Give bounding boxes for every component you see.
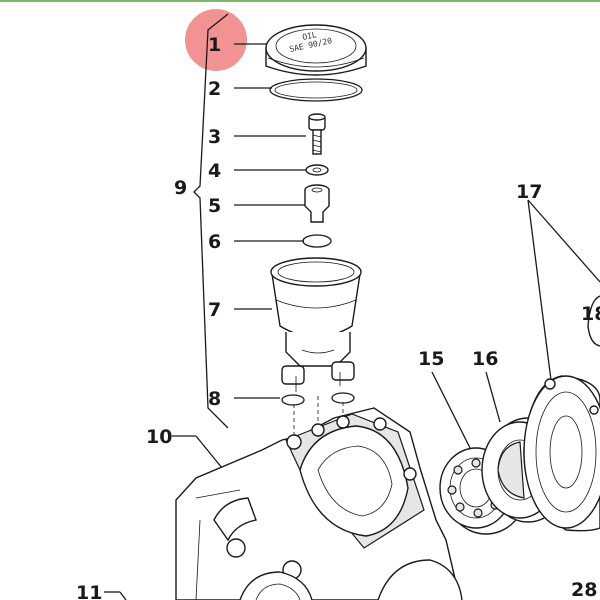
highlight-marker [185, 9, 247, 71]
top-rule [0, 0, 600, 2]
label-2: 2 [208, 78, 221, 100]
label-1: 1 [208, 34, 221, 56]
cap-text-line-1: OIL [302, 30, 318, 42]
label-18: 18 [581, 303, 600, 325]
group-9-bracket [193, 13, 229, 429]
part-3-screw [308, 113, 326, 155]
label-3: 3 [208, 126, 221, 148]
label-15: 15 [418, 348, 444, 370]
part-18-fragment [587, 295, 600, 347]
label-5: 5 [208, 195, 221, 217]
label-10: 10 [146, 426, 172, 448]
label-17: 17 [516, 181, 542, 203]
label-6: 6 [208, 231, 221, 253]
part-5-fitting [304, 184, 330, 223]
part-4-washer [305, 164, 329, 176]
leader-lines [104, 43, 600, 600]
part-17-cover [523, 375, 600, 532]
label-4: 4 [208, 160, 221, 182]
label-9: 9 [174, 177, 187, 199]
part-2-oring [269, 78, 363, 102]
label-16: 16 [472, 348, 498, 370]
label-8: 8 [208, 388, 221, 410]
part-7-reservoir [270, 257, 362, 392]
label-11: 11 [76, 582, 102, 600]
label-28: 28 [571, 579, 597, 600]
part-1-cap: OIL SAE 90/20 [265, 24, 367, 76]
part-10-housing [175, 407, 463, 600]
label-7: 7 [208, 299, 221, 321]
callout-labels: 1 2 3 4 5 6 7 8 9 10 11 15 16 17 18 28 [76, 34, 600, 600]
part-6-oring [302, 234, 332, 248]
